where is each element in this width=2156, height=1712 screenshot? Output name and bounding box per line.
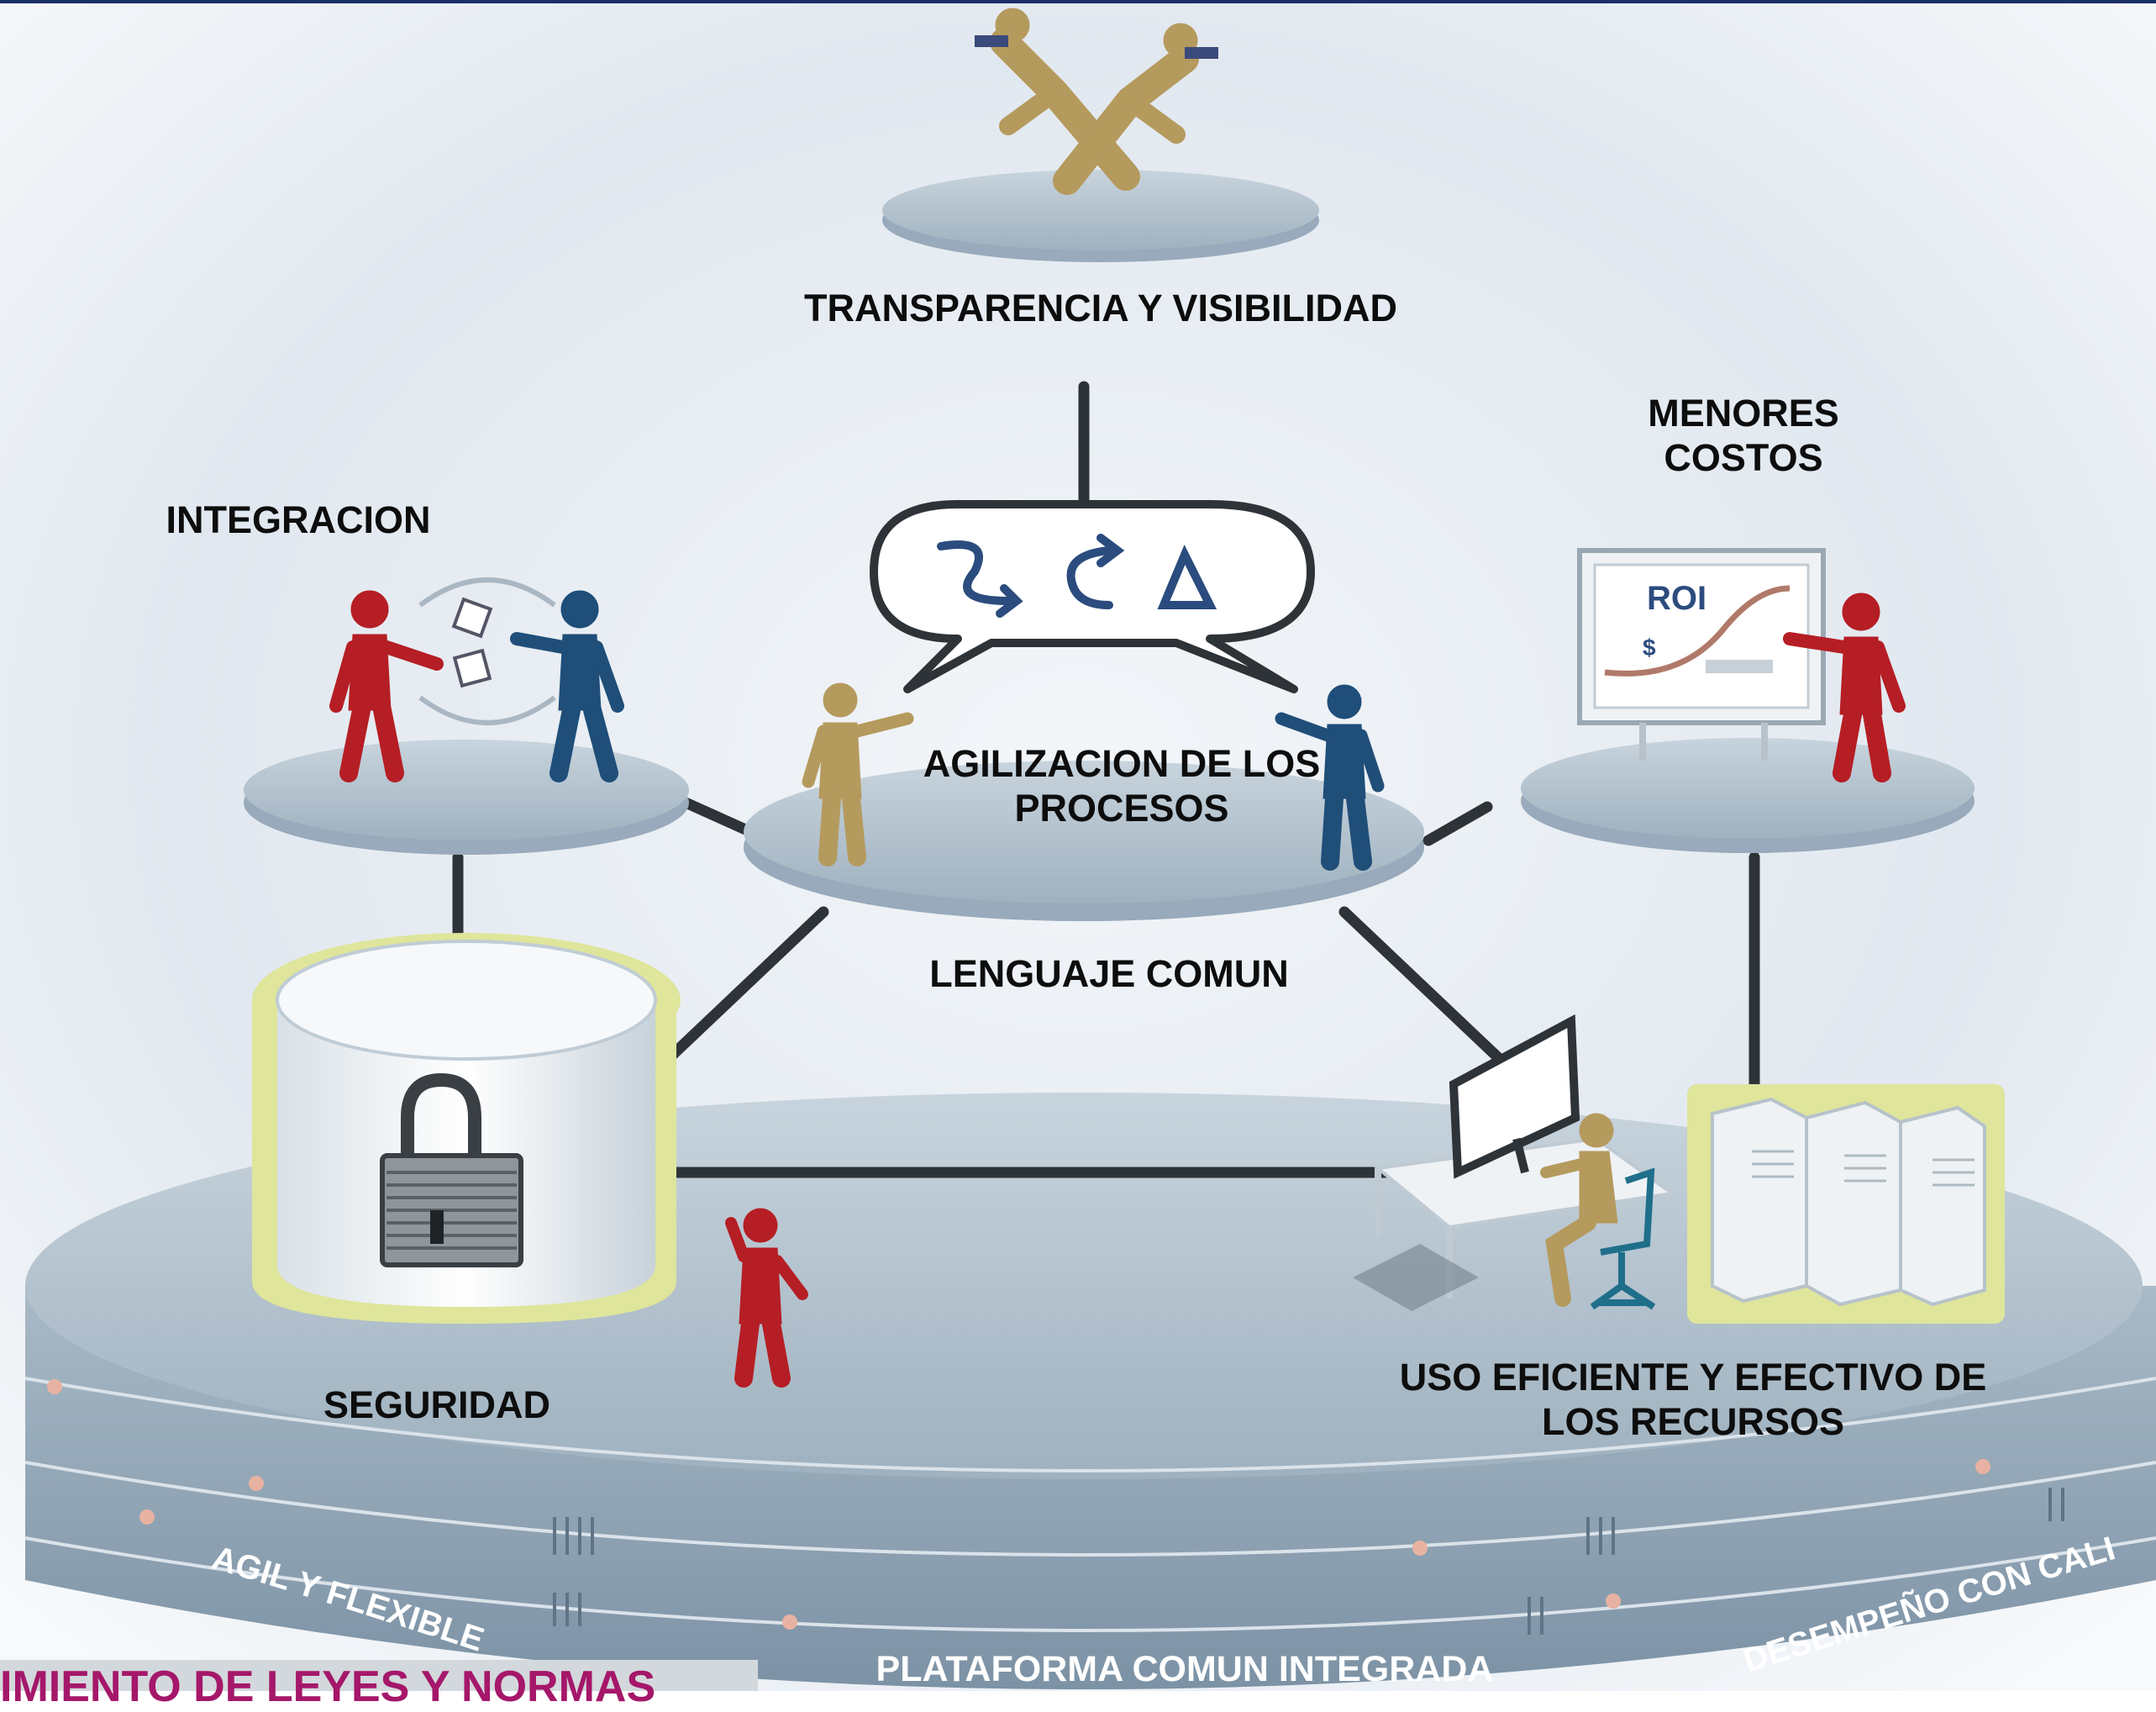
label-menores-costos: MENORES COSTOS bbox=[1575, 391, 1911, 480]
label-agilizacion-line2: PROCESOS bbox=[1014, 787, 1229, 830]
label-uso-line2: LOS RECURSOS bbox=[1541, 1400, 1845, 1443]
padlock-icon bbox=[380, 1072, 523, 1267]
label-seguridad-text: SEGURIDAD bbox=[323, 1383, 551, 1426]
label-agilizacion: AGILIZACION DE LOS PROCESOS bbox=[870, 741, 1374, 830]
figure-red-costos bbox=[1783, 593, 1906, 782]
roi-chart-icon bbox=[1577, 548, 1826, 761]
disc-transparencia bbox=[882, 170, 1319, 262]
figure-red-integracion bbox=[329, 590, 444, 782]
label-integracion-text: INTEGRACION bbox=[166, 498, 431, 541]
label-seguridad: SEGURIDAD bbox=[269, 1383, 605, 1427]
label-lenguaje-text: LENGUAJE COMUN bbox=[929, 952, 1289, 995]
binocular-figures bbox=[975, 8, 1218, 195]
label-menores-line1: MENORES bbox=[1648, 392, 1839, 435]
roi-text: ROI bbox=[1647, 580, 1706, 617]
disc-menores-costos bbox=[1521, 738, 1975, 853]
label-lenguaje: LENGUAJE COMUN bbox=[857, 951, 1361, 996]
cycle-arrows-icon bbox=[937, 534, 1217, 618]
figure-gold-desk bbox=[1540, 1113, 1618, 1307]
figure-blue-agilizacion bbox=[1275, 684, 1385, 871]
figure-red-seguridad bbox=[725, 1208, 808, 1388]
label-uso-line1: USO EFICIENTE Y EFECTIVO DE bbox=[1399, 1356, 1987, 1399]
dollar-text: $ bbox=[1643, 635, 1656, 661]
figure-blue-integracion bbox=[510, 590, 624, 782]
server-rack-icon bbox=[1687, 1084, 2005, 1324]
disc-agilizacion bbox=[744, 761, 1424, 921]
label-transparencia-text: TRANSPARENCIA Y VISIBILIDAD bbox=[804, 287, 1397, 329]
label-transparencia: TRANSPARENCIA Y VISIBILIDAD bbox=[739, 286, 1462, 330]
disc-integracion bbox=[244, 740, 689, 855]
label-uso-eficiente: USO EFICIENTE Y EFECTIVO DE LOS RECURSOS bbox=[1344, 1355, 2042, 1444]
integration-exchange-icon bbox=[418, 577, 556, 725]
label-integracion: INTEGRACION bbox=[126, 498, 471, 542]
figure-gold-agilizacion bbox=[802, 682, 914, 867]
label-cumplimiento: IMIENTO DE LEYES Y NORMAS bbox=[0, 1662, 758, 1712]
speech-bubble bbox=[870, 500, 1315, 693]
label-plataforma-text: PLATAFORMA COMUN INTEGRADA bbox=[876, 1649, 1494, 1689]
label-menores-line2: COSTOS bbox=[1664, 436, 1823, 479]
label-plataforma: PLATAFORMA COMUN INTEGRADA bbox=[807, 1647, 1563, 1692]
label-cumplimiento-text: IMIENTO DE LEYES Y NORMAS bbox=[0, 1662, 656, 1711]
label-agilizacion-line1: AGILIZACION DE LOS bbox=[923, 742, 1321, 785]
office-chair bbox=[1590, 1167, 1656, 1310]
cumplimiento-band bbox=[0, 1660, 758, 1691]
top-border bbox=[0, 0, 2156, 3]
